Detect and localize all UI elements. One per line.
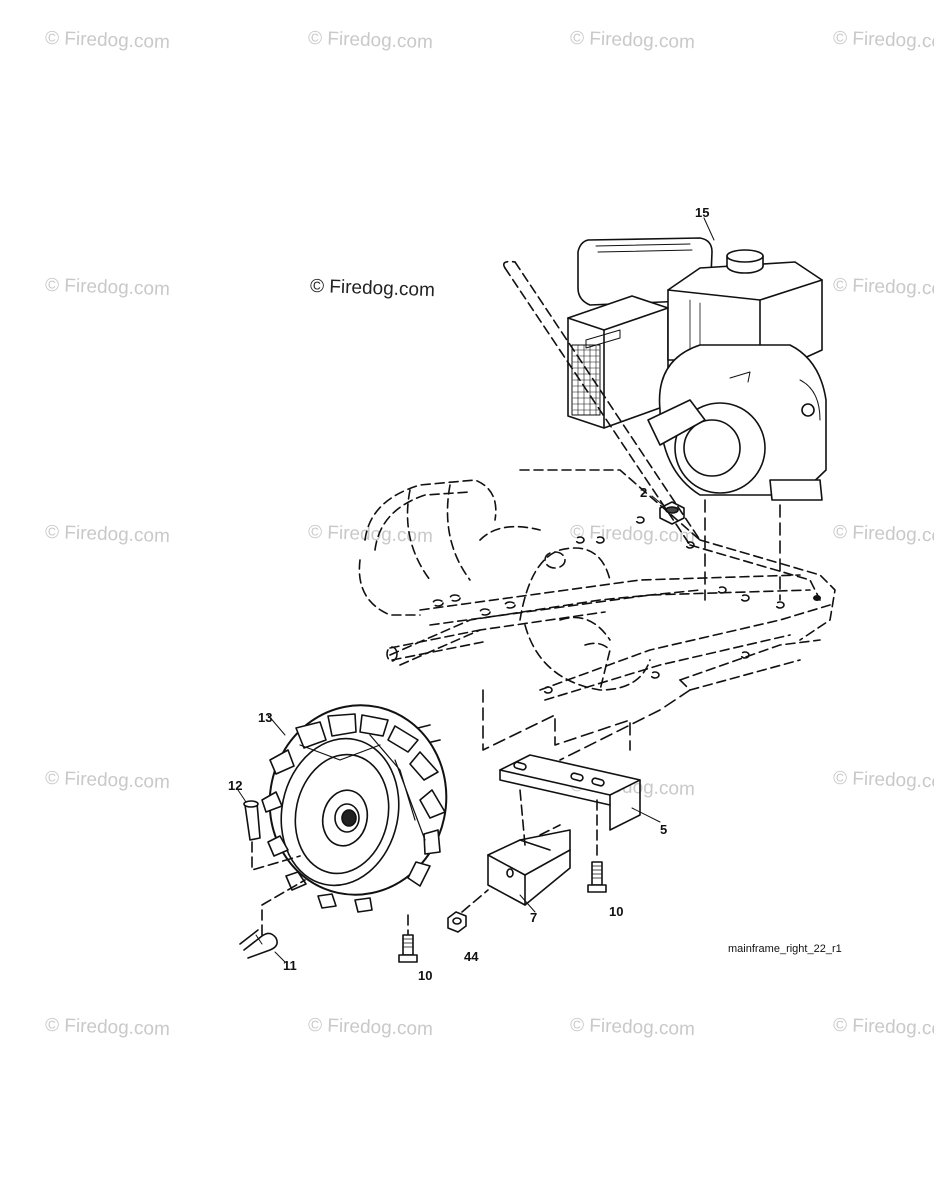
screw-part-10-right (587, 799, 607, 893)
callout-10-left: 10 (418, 968, 433, 983)
callout-2: 2 (640, 485, 648, 500)
nut-part-44 (447, 889, 489, 933)
callout-44: 44 (464, 949, 479, 964)
callout-11: 11 (283, 958, 297, 973)
callout-12: 12 (228, 778, 243, 793)
pin-part-12 (237, 789, 301, 871)
callout-10-right: 10 (609, 904, 624, 919)
hairpin-clip-part-11 (239, 879, 306, 963)
bracket-part-5 (499, 754, 661, 831)
callout-13: 13 (258, 710, 273, 725)
wheel-tire-part-13 (261, 704, 448, 913)
callout-7: 7 (530, 910, 538, 925)
callout-15: 15 (695, 205, 710, 220)
figure-identifier: mainframe_right_22_r1 (728, 943, 842, 955)
callout-5: 5 (660, 822, 668, 837)
engine-part-15 (567, 237, 827, 501)
screw-part-10-left (398, 914, 418, 963)
mainframe-phantom (358, 260, 836, 701)
weight-part-7 (487, 829, 571, 913)
